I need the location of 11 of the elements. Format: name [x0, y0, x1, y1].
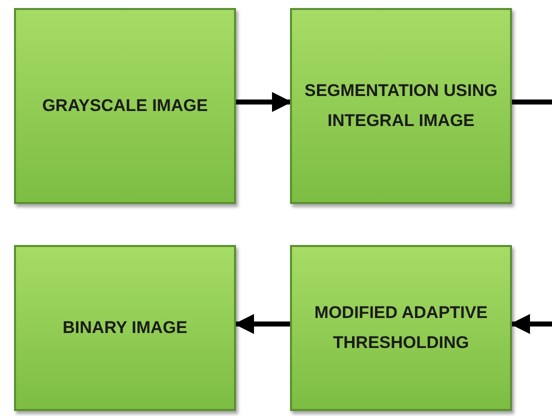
process-box	[14, 8, 236, 204]
box-label: BINARY IMAGE	[62, 317, 188, 339]
arrow	[236, 92, 292, 112]
arrow	[234, 314, 290, 334]
arrow	[510, 314, 552, 334]
process-box	[290, 8, 512, 204]
box-label: GRAYSCALE IMAGE	[42, 95, 208, 117]
process-box	[14, 245, 236, 411]
box-label: SEGMENTATION USING INTEGRAL IMAGE	[304, 80, 498, 132]
process-box	[290, 245, 512, 411]
box-label: MODIFIED ADAPTIVE THRESHOLDING	[313, 302, 489, 354]
